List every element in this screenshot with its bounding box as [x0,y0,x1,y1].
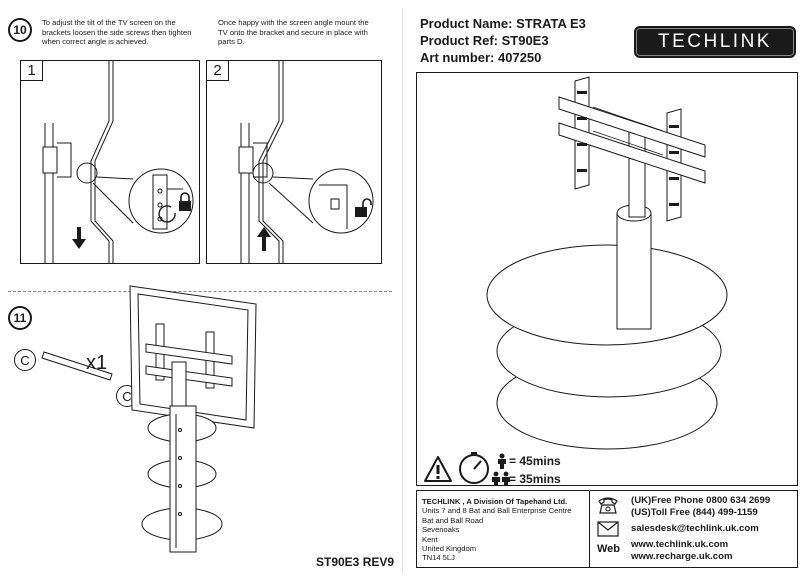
product-image-frame: = 45mins = 35mins [416,72,798,486]
address-line-4: Kent [422,534,438,544]
panel-2-label: 2 [207,61,229,81]
part-c-rod-illustration [41,351,113,381]
address-line-1: Units 7 and 8 Bat and Ball Enterprise Ce… [422,506,572,516]
part-c-quantity: x1 [86,352,108,374]
lock-open-icon [355,198,372,217]
contact-divider [589,491,590,567]
uk-phone[interactable]: (UK)Free Phone 0800 634 2699 [631,495,771,506]
techlink-logo: TECHLINK [634,26,796,58]
product-art-number: Art number: 407250 [420,50,542,65]
arrow-up-icon [257,227,271,251]
web-link-techlink[interactable]: www.techlink.uk.com [631,539,729,550]
address-line-5: United Kingdom [422,544,477,554]
panel-1-label: 1 [21,61,43,81]
company-name: TECHLINK , A Division Of Tapehand Ltd. [422,497,568,506]
document-revision: ST90E3 REV9 [316,555,395,569]
web-label: Web [597,543,621,555]
step-11-badge: 11 [8,306,32,330]
address-line-2: Bat and Ball Road [422,515,484,525]
arrow-down-icon [72,227,86,249]
callout-c-letter: C [122,388,132,404]
one-person-time: = 45mins [509,454,561,468]
warning-icon [424,456,452,482]
address-line-3: Sevenoaks [422,525,460,535]
step-10-instruction-right: Once happy with the screen angle mount t… [218,18,369,47]
part-c-letter: C [20,352,30,368]
email-link[interactable]: salesdesk@techlink.uk.com [631,523,759,534]
email-icon [597,521,619,537]
step-10-number: 10 [13,23,27,37]
lock-closed-icon [179,192,191,211]
product-ref: Product Ref: ST90E3 [420,33,549,48]
part-c-badge: C [14,349,36,371]
phone-icon [598,497,618,514]
stopwatch-icon [459,452,489,484]
step-11-number: 11 [13,311,27,325]
company-address-block: TECHLINK , A Division Of Tapehand Ltd. U… [422,497,588,563]
panel-2-illustration [238,61,374,263]
logo-text: TECHLINK [658,31,772,52]
two-people-time: = 35mins [509,472,561,486]
two-people-icon [492,471,510,485]
product-name: Product Name: STRATA E3 [420,16,586,31]
step-10-badge: 10 [8,18,32,42]
panel-1-illustration [42,61,194,263]
address-line-6: TN14 5LJ [422,553,455,563]
step-separator [8,291,392,292]
step-10-panel-1: 1 [20,60,200,264]
page-fold-line [402,8,403,574]
web-link-recharge[interactable]: www.recharge.uk.com [631,551,733,562]
step-10-panel-2: 2 [206,60,382,264]
company-contact-box: TECHLINK , A Division Of Tapehand Ltd. U… [416,490,798,568]
step-10-instruction-left: To adjust the tilt of the TV screen on t… [42,18,192,47]
product-stand-illustration [486,76,728,450]
one-person-icon [498,453,506,469]
us-phone[interactable]: (US)Toll Free (844) 499-1159 [631,507,758,518]
step-11-stand-illustration [129,285,257,553]
